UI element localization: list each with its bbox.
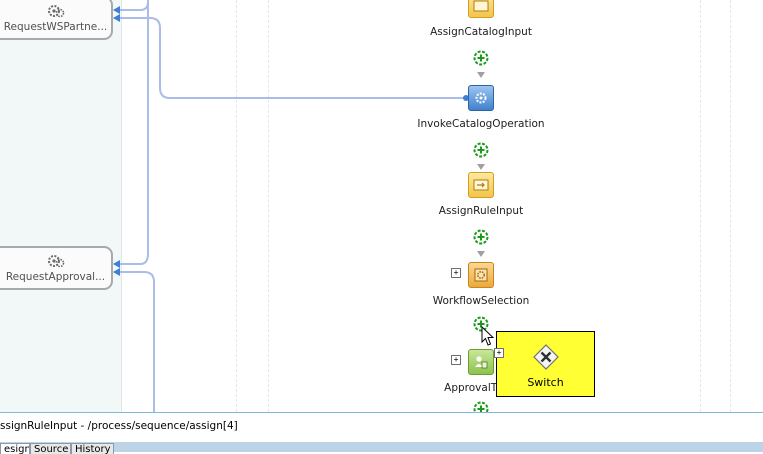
add-activity-icon[interactable]: [473, 142, 489, 158]
assign-icon: [473, 179, 489, 191]
add-activity-icon[interactable]: [473, 229, 489, 245]
tab-design[interactable]: esign: [0, 443, 30, 454]
lane-divider: [700, 0, 701, 412]
partner-link-wires: [113, 0, 469, 412]
activity-assignruleinput[interactable]: [468, 172, 494, 198]
invoke-icon: [475, 92, 487, 104]
expand-toggle[interactable]: +: [451, 355, 461, 365]
selection-path: ssignRuleInput - /process/sequence/assig…: [0, 420, 238, 432]
lane-divider: [730, 0, 731, 412]
activity-label: ApprovalTa: [444, 382, 502, 394]
lane-divider: [268, 0, 269, 412]
expand-toggle[interactable]: +: [451, 268, 461, 278]
add-activity-icon[interactable]: [473, 316, 489, 332]
drag-preview-tooltip: Switch: [496, 331, 595, 397]
switch-label: Switch: [527, 376, 564, 389]
activity-label: AssignCatalogInput: [430, 26, 532, 38]
partner-links-swimlane: [0, 0, 122, 412]
lane-divider: [236, 0, 237, 412]
assign-icon: [473, 0, 489, 12]
activity-label: WorkflowSelection: [432, 295, 530, 307]
tab-source[interactable]: Source: [30, 443, 71, 454]
bpel-design-canvas[interactable]: RequestWSPartne... RequestApproval... As…: [0, 0, 763, 412]
editor-status-area: ssignRuleInput - /process/sequence/assig…: [0, 412, 763, 454]
partner-link-label: RequestWSPartne...: [3, 21, 108, 33]
partner-link-label: RequestApproval...: [5, 271, 106, 283]
human-task-icon: [475, 356, 488, 369]
activity-workflowselection[interactable]: [468, 262, 494, 288]
activity-label: AssignRuleInput: [438, 205, 524, 217]
drop-plus-icon: +: [494, 348, 504, 358]
flow-arrow: [477, 251, 485, 257]
add-activity-icon[interactable]: [473, 401, 489, 412]
activity-assigncataloginput[interactable]: [468, 0, 494, 18]
mouse-cursor-icon: [481, 326, 495, 346]
partner-link-requestwspartner[interactable]: RequestWSPartne...: [0, 0, 113, 40]
add-activity-icon[interactable]: [473, 50, 489, 66]
activity-approvaltask[interactable]: [468, 349, 494, 375]
switch-icon: [533, 344, 559, 370]
activity-label: InvokeCatalogOperation: [417, 118, 545, 130]
flow-arrow: [477, 72, 485, 78]
gear-icon: [47, 255, 64, 268]
partner-link-requestapproval[interactable]: RequestApproval...: [0, 246, 113, 290]
flow-arrow: [477, 164, 485, 170]
gear-icon: [47, 5, 64, 18]
tab-history[interactable]: History: [71, 443, 114, 454]
business-rule-icon: [474, 268, 488, 282]
editor-tab-strip: esign Source History: [0, 442, 763, 454]
activity-invokecatalogoperation[interactable]: [468, 85, 494, 111]
